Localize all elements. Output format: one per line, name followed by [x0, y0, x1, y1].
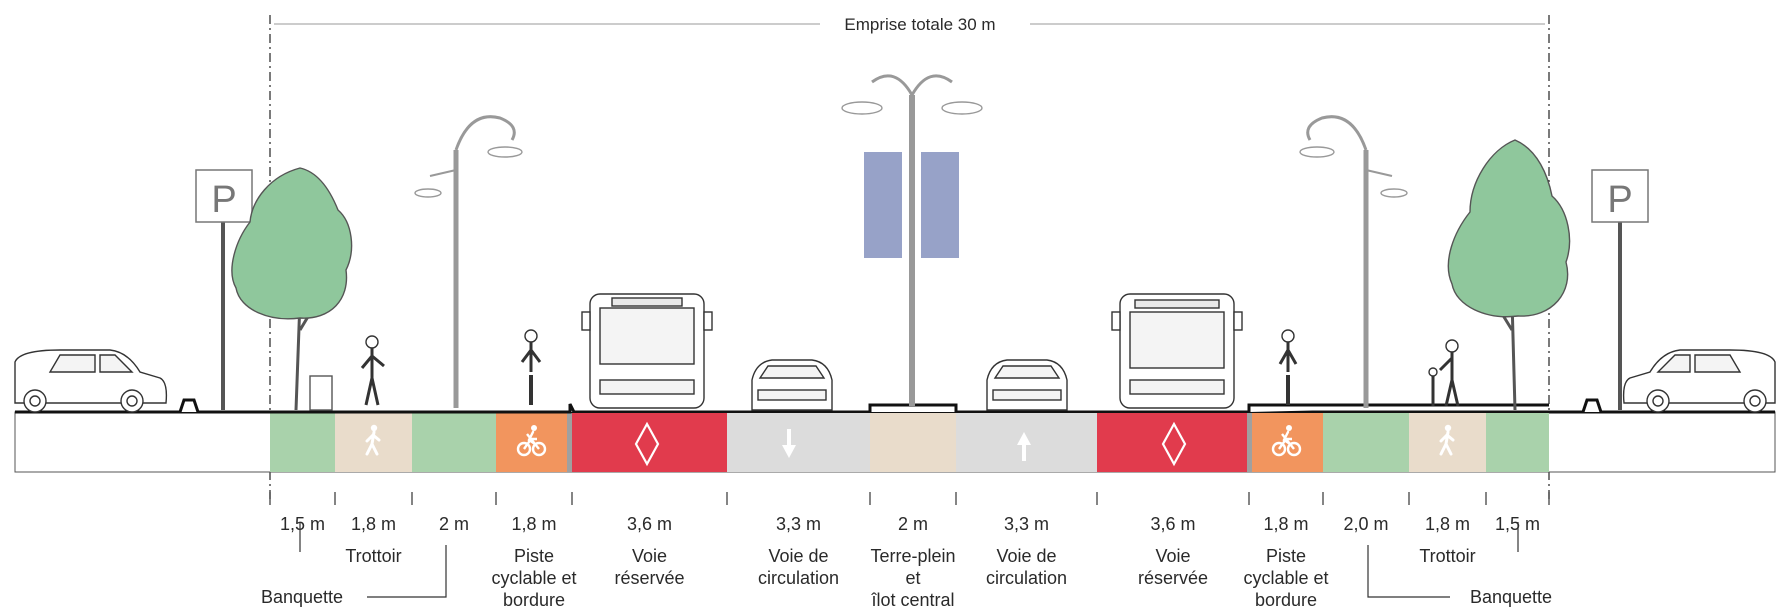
pedestrian-figure-icon — [1428, 339, 1460, 407]
segment-name-label: réservée — [1138, 568, 1208, 588]
segment-name-label: réservée — [614, 568, 684, 588]
arrow-down-icon — [782, 429, 796, 458]
diamond-icon — [634, 421, 660, 467]
street-lamp-icon — [414, 115, 523, 408]
band-circulation-left — [727, 413, 870, 472]
segment-name-label: Piste — [514, 546, 554, 566]
banquette-callouts — [299, 522, 1519, 598]
car-front-icon — [986, 359, 1068, 411]
segment-width-label: 3,6 m — [627, 514, 672, 534]
segment-width-label: 1,8 m — [511, 514, 556, 534]
band-planting-left — [412, 413, 496, 472]
segment-width-label: 1,5 m — [280, 514, 325, 534]
segment-width-label: 1,8 m — [1425, 514, 1470, 534]
segment-name-label: îlot central — [870, 590, 954, 610]
segment-name-label: circulation — [986, 568, 1067, 588]
band-icons — [365, 421, 1455, 467]
arrow-up-icon — [1017, 432, 1031, 461]
bicycle-icon — [516, 425, 547, 457]
segment-width-label: 3,6 m — [1150, 514, 1195, 534]
segment-width-label: 2,0 m — [1343, 514, 1388, 534]
scenery: P P — [14, 74, 1776, 413]
pedestrian-figure-icon — [360, 335, 385, 406]
segment-name-label: cyclable et — [491, 568, 576, 588]
banner-left — [864, 152, 902, 258]
parking-sign-right: P — [1591, 169, 1649, 410]
segment-bands — [270, 413, 1549, 472]
band-reservee-left — [572, 413, 727, 472]
bicycle-icon — [1271, 425, 1302, 457]
segment-width-label: 1,8 m — [1263, 514, 1308, 534]
bus-icon — [581, 293, 713, 409]
parking-sign-label: P — [211, 179, 236, 221]
segment-name-label: bordure — [503, 590, 565, 610]
segment-name-label: bordure — [1255, 590, 1317, 610]
curbs — [178, 398, 1603, 414]
band-banquette-left — [270, 413, 335, 472]
central-lamp-icon — [841, 74, 983, 406]
segment-width-label: 2 m — [439, 514, 469, 534]
parking-sign-left: P — [195, 169, 253, 410]
segment-name-label: Voie — [632, 546, 667, 566]
segment-width-label: 2 m — [898, 514, 928, 534]
segment-name-label: circulation — [758, 568, 839, 588]
segment-name-label: Voie — [1155, 546, 1190, 566]
band-terreplein — [870, 413, 956, 472]
segment-name-label: et — [905, 568, 920, 588]
band-banquette-right — [1486, 413, 1549, 472]
bus-icon — [1111, 293, 1243, 409]
segment-name-label: Trottoir — [345, 546, 401, 566]
banner-right — [921, 152, 959, 258]
car-front-icon — [751, 359, 833, 411]
cyclist-figure-icon — [1278, 329, 1298, 405]
street-lamp-icon — [1299, 115, 1408, 408]
segment-name-label: Piste — [1266, 546, 1306, 566]
segment-width-label: 3,3 m — [1004, 514, 1049, 534]
segment-name-label: Terre-plein — [870, 546, 955, 566]
band-reservee-right — [1097, 413, 1247, 472]
tree-icon — [231, 167, 353, 411]
label-banquette-left: Banquette — [261, 587, 343, 607]
segment-name-label: Trottoir — [1419, 546, 1475, 566]
pedestrian-icon — [1439, 424, 1455, 456]
emprise-dimension: Emprise totale 30 m — [269, 15, 1550, 500]
segment-name-label: Voie de — [996, 546, 1056, 566]
segment-name-label: cyclable et — [1243, 568, 1328, 588]
segment-width-label: 1,8 m — [351, 514, 396, 534]
band-planting-right — [1323, 413, 1409, 472]
car-icon — [1622, 349, 1776, 413]
diamond-icon — [1161, 421, 1187, 467]
segment-width-label: 3,3 m — [776, 514, 821, 534]
label-banquette-right: Banquette — [1470, 587, 1552, 607]
segment-name-label: Voie de — [768, 546, 828, 566]
tree-icon — [1447, 139, 1571, 411]
car-icon — [14, 349, 168, 413]
parking-sign-label: P — [1607, 179, 1632, 221]
emprise-title: Emprise totale 30 m — [844, 15, 995, 34]
cyclist-figure-icon — [520, 329, 542, 405]
pedestrian-icon — [365, 424, 381, 456]
